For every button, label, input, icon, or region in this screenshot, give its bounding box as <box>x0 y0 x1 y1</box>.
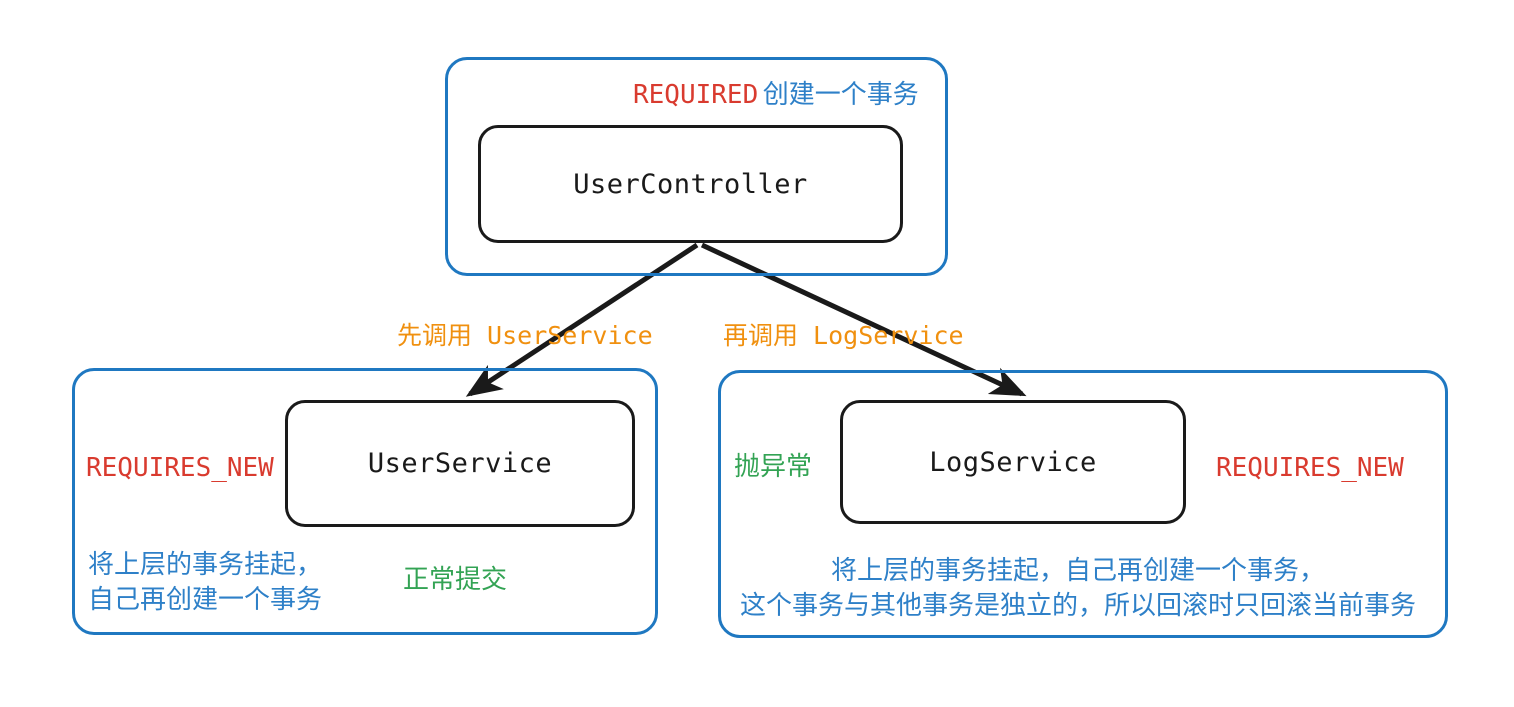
edge-label-user-service: 先调用 UserService <box>397 321 653 350</box>
user-controller-node[interactable]: UserController <box>478 125 903 243</box>
top-propagation-value: REQUIRED <box>633 80 759 110</box>
user-service-label: UserService <box>367 448 553 479</box>
right-exception-note: 抛异常 <box>734 452 813 482</box>
log-service-group[interactable] <box>718 370 1448 638</box>
user-controller-group[interactable] <box>445 57 948 276</box>
user-service-group[interactable] <box>72 368 658 635</box>
left-propagation-label: REQUIRES_NEW <box>86 453 274 483</box>
right-propagation-label: REQUIRES_NEW <box>1216 453 1404 483</box>
log-service-node[interactable]: LogService <box>840 400 1186 524</box>
top-propagation-label: REQUIRED 创建一个事务 <box>633 78 919 112</box>
left-status-note: 正常提交 <box>403 565 508 595</box>
left-description-line1: 将上层的事务挂起， <box>88 550 323 580</box>
user-service-node[interactable]: UserService <box>285 400 635 527</box>
right-description-line2: 这个事务与其他事务是独立的，所以回滚时只回滚当前事务 <box>740 591 1417 621</box>
right-description-line1: 将上层的事务挂起，自己再创建一个事务， <box>831 556 1326 586</box>
log-service-label: LogService <box>929 446 1097 478</box>
edge-label-log-service: 再调用 LogService <box>723 321 964 350</box>
user-controller-label: UserController <box>573 168 808 200</box>
left-description-line2: 自己再创建一个事务 <box>88 585 323 615</box>
top-propagation-note: 创建一个事务 <box>762 80 919 110</box>
